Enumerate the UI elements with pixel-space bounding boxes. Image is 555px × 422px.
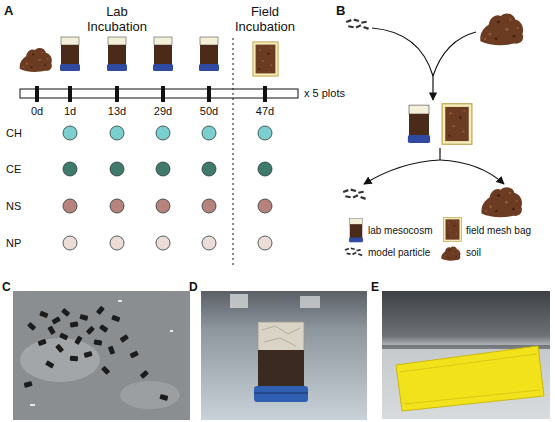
row-label: NS	[6, 200, 21, 213]
legend-text: lab mesocosm	[368, 225, 432, 237]
legend-text: model particle	[368, 247, 430, 259]
time-label: 0d	[31, 105, 43, 118]
time-label: 29d	[154, 105, 172, 118]
row-label: CH	[6, 127, 22, 140]
legend-text: soil	[466, 247, 481, 259]
panel-letter: D	[189, 281, 198, 295]
section-heading: Lab Incubation	[80, 5, 154, 35]
time-label: 47d	[256, 105, 274, 118]
row-label: NP	[6, 237, 21, 250]
section-heading: Field Incubation	[228, 5, 302, 35]
panel-letter: B	[336, 4, 345, 19]
time-label: 1d	[64, 105, 76, 118]
row-label: CE	[6, 163, 21, 176]
legend-text: field mesh bag	[466, 225, 531, 237]
panel-letter: E	[371, 281, 379, 295]
panel-letter: C	[2, 281, 11, 295]
time-label: 13d	[108, 105, 126, 118]
time-label: 50d	[200, 105, 218, 118]
replicate-note: x 5 plots	[304, 87, 345, 100]
panel-letter: A	[4, 4, 13, 19]
